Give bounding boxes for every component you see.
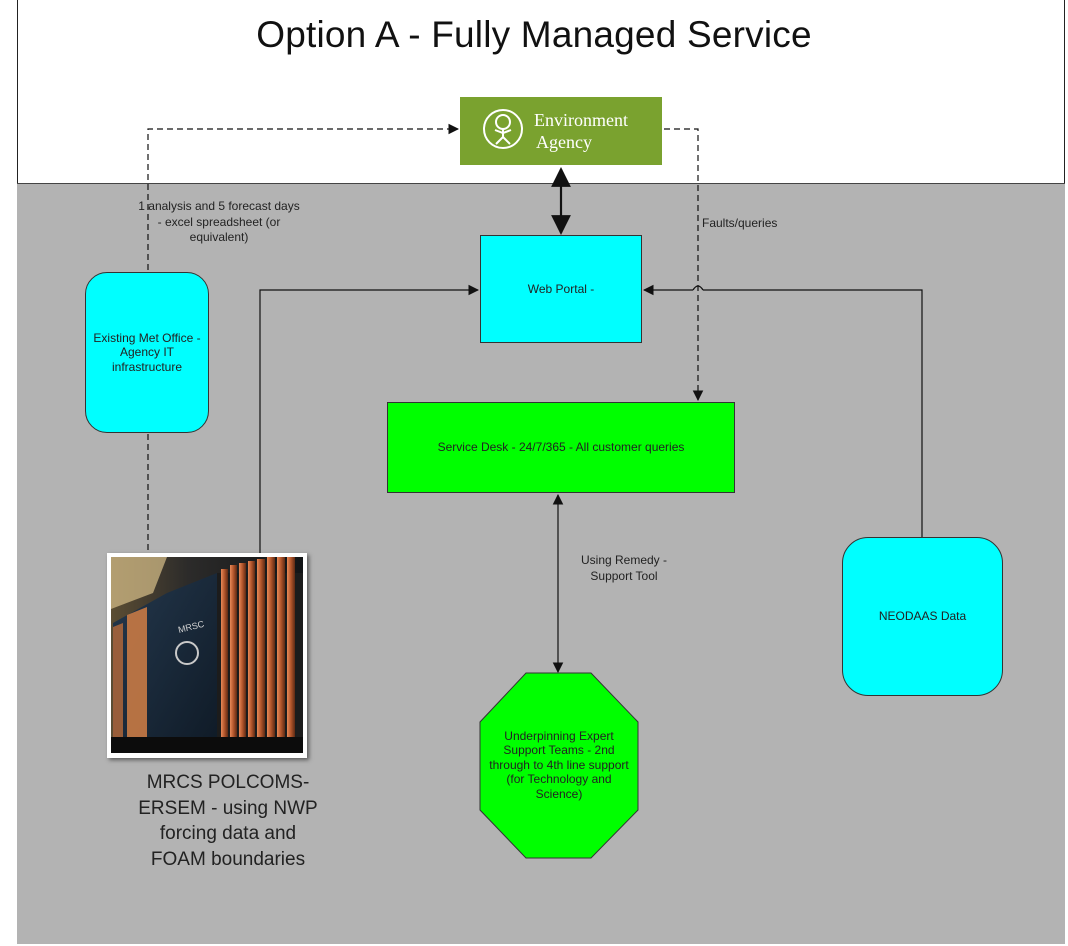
faults-edge-label: Faults/queries — [702, 216, 778, 230]
connector-hop — [692, 285, 704, 291]
connector-neodaas-to-web-portal — [703, 289, 923, 540]
cabinet-fins — [221, 557, 295, 737]
logo-line2: Agency — [536, 132, 592, 152]
expert-support-octagon — [479, 672, 639, 859]
neodaas-label: NEODAAS Data — [878, 609, 967, 624]
connector-photo-to-web-portal — [259, 284, 480, 553]
service-desk-node: Service Desk - 24/7/365 - All customer q… — [387, 402, 735, 493]
spreadsheet-edge-label: 1 analysis and 5 forecast days - excel s… — [138, 199, 300, 245]
environment-agency-logo: Environment Agency — [460, 97, 662, 165]
dashed-connector-metoffice-to-ea — [147, 123, 460, 270]
tree-figure-icon — [483, 109, 523, 149]
service-desk-label: Service Desk - 24/7/365 - All customer q… — [437, 440, 685, 455]
supercomputer-photo: MRSC — [107, 553, 307, 758]
remedy-edge-label: Using Remedy - Support Tool — [580, 553, 668, 583]
met-office-label: Existing Met Office - Agency IT infrastr… — [93, 330, 201, 374]
web-portal-label: Web Portal - — [527, 281, 595, 296]
dashed-connector-ea-to-service-desk — [664, 128, 704, 402]
logo-line1: Environment — [534, 110, 628, 130]
web-portal-node: Web Portal - — [480, 235, 642, 343]
met-office-node: Existing Met Office - Agency IT infrastr… — [85, 272, 209, 433]
expert-support-label: Underpinning Expert Support Teams - 2nd … — [489, 729, 629, 801]
expert-support-node: Underpinning Expert Support Teams - 2nd … — [482, 700, 636, 830]
supercomputer-photo-illustration: MRSC — [111, 557, 303, 753]
photo-caption: MRCS POLCOMS-ERSEM - using NWP forcing d… — [138, 772, 318, 870]
neodaas-node: NEODAAS Data — [842, 537, 1003, 696]
diagram-title: Option A - Fully Managed Service — [256, 14, 812, 55]
